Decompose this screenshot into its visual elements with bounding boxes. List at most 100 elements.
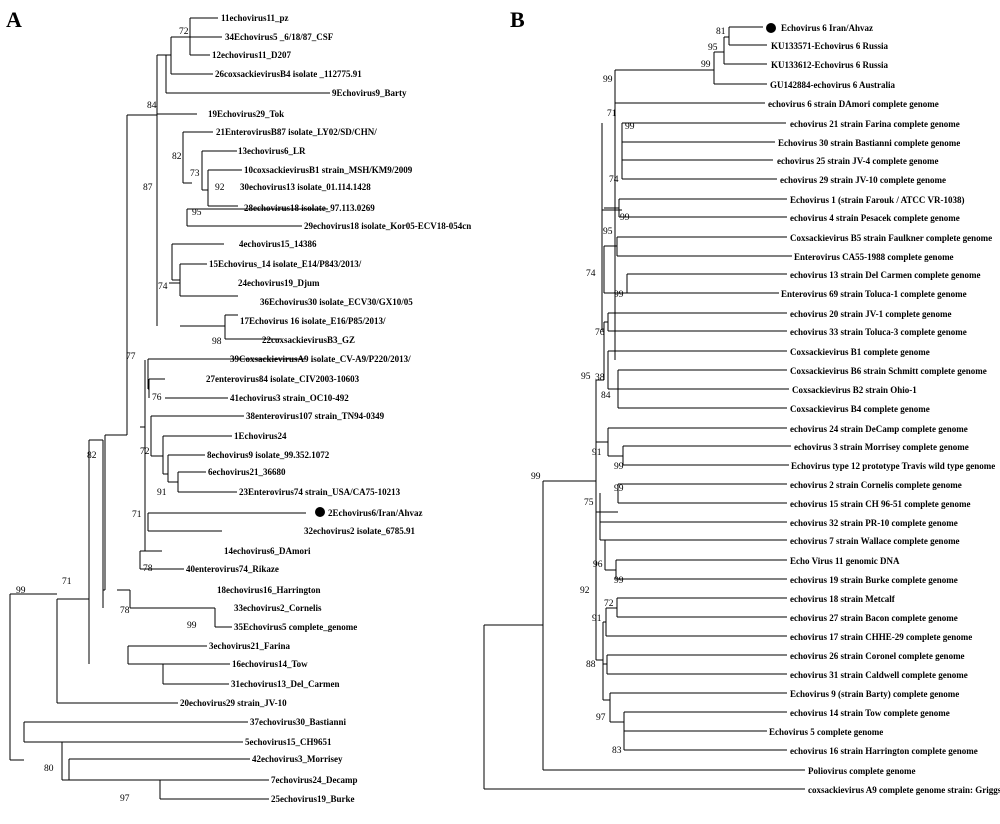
leaf-label: Echovirus type 12 prototype Travis wild … bbox=[791, 461, 995, 471]
bootstrap-value: 76 bbox=[595, 328, 605, 338]
bootstrap-value: 99 bbox=[701, 60, 711, 70]
bootstrap-value: 74 bbox=[609, 175, 619, 185]
bootstrap-value: 88 bbox=[586, 660, 596, 670]
leaf-label: 12echovirus11_D207 bbox=[212, 50, 292, 60]
leaf-label: 4echovirus15_14386 bbox=[239, 239, 317, 249]
leaf-label: 21EnterovirusB87 isolate_LY02/SD/CHN/ bbox=[216, 127, 377, 137]
leaf-label: 31echovirus13_Del_Carmen bbox=[231, 679, 339, 689]
bootstrap-value: 96 bbox=[593, 560, 603, 570]
leaf-label: echovirus 17 strain CHHE-29 complete gen… bbox=[790, 632, 972, 642]
bootstrap-value: 91 bbox=[592, 448, 602, 458]
tree-a-bootstrap-values: 72 84 82 73 92 87 95 74 98 77 76 72 91 8… bbox=[16, 27, 225, 804]
leaf-label: Echovirus 30 strain Bastianni complete g… bbox=[778, 138, 960, 148]
bootstrap-value: 92 bbox=[580, 586, 590, 596]
leaf-label: Coxsackievirus B1 complete genome bbox=[790, 347, 930, 357]
leaf-label: Coxsackievirus B5 strain Faulkner comple… bbox=[790, 233, 992, 243]
bootstrap-value: 77 bbox=[126, 352, 136, 362]
bootstrap-value: 75 bbox=[584, 498, 594, 508]
bootstrap-value: 87 bbox=[143, 183, 153, 193]
leaf-label: echovirus 6 strain DAmori complete genom… bbox=[768, 99, 939, 109]
bootstrap-value: 95 bbox=[708, 43, 718, 53]
leaf-label: 10coxsackievirusB1 strain_MSH/KM9/2009 bbox=[244, 165, 413, 175]
leaf-label: echovirus 19 strain Burke complete genom… bbox=[790, 575, 958, 585]
leaf-label: 39CoxsackievirusA9 isolate_CV-A9/P220/20… bbox=[230, 354, 411, 364]
leaf-label: 18echovirus16_Harrington bbox=[217, 585, 321, 595]
leaf-label: echovirus 31 strain Caldwell complete ge… bbox=[790, 670, 968, 680]
bootstrap-value: 78 bbox=[143, 564, 153, 574]
leaf-label: 27enterovirus84 isolate_CIV2003-10603 bbox=[206, 374, 360, 384]
leaf-label: 6echovirus21_36680 bbox=[208, 467, 286, 477]
leaf-label: 34Echovirus5 _6/18/87_CSF bbox=[225, 32, 334, 42]
bootstrap-value: 76 bbox=[152, 393, 162, 403]
bootstrap-value: 99 bbox=[614, 484, 624, 494]
leaf-label: Echovirus 6 Iran/Ahvaz bbox=[781, 23, 873, 33]
leaf-label: 38enterovirus107 strain_TN94-0349 bbox=[246, 411, 385, 421]
leaf-label: echovirus 3 strain Morrisey complete gen… bbox=[794, 442, 969, 452]
bootstrap-value: 82 bbox=[87, 451, 97, 461]
bootstrap-value: 72 bbox=[179, 27, 189, 37]
bootstrap-value: 97 bbox=[596, 713, 606, 723]
bootstrap-value: 95 bbox=[581, 372, 591, 382]
leaf-label: 41echovirus3 strain_OC10-492 bbox=[230, 393, 349, 403]
leaf-label: 24echovirus19_Djum bbox=[238, 278, 320, 288]
highlight-marker-dot bbox=[315, 507, 325, 517]
bootstrap-value: 81 bbox=[716, 27, 726, 37]
leaf-label: 40enterovirus74_Rikaze bbox=[186, 564, 279, 574]
bootstrap-value: 99 bbox=[16, 586, 26, 596]
bootstrap-value: 91 bbox=[592, 614, 602, 624]
leaf-label: 33echovirus2_Cornelis bbox=[234, 603, 322, 613]
tree-b-branches bbox=[483, 26, 805, 790]
bootstrap-value: 72 bbox=[604, 599, 614, 609]
leaf-label: echovirus 26 strain Coronel complete gen… bbox=[790, 651, 965, 661]
bootstrap-value: 71 bbox=[132, 510, 142, 520]
bootstrap-value: 72 bbox=[140, 447, 150, 457]
leaf-label: 2Echovirus6/Iran/Ahvaz bbox=[328, 508, 423, 518]
leaf-label: KU133571-Echovirus 6 Russia bbox=[771, 41, 889, 51]
highlight-marker-dot bbox=[766, 23, 776, 33]
tree-a-branches bbox=[9, 17, 330, 800]
leaf-label: 7echovirus24_Decamp bbox=[271, 775, 358, 785]
leaf-label: 11echovirus11_pz bbox=[221, 13, 289, 23]
bootstrap-value: 99 bbox=[620, 213, 630, 223]
leaf-label: echovirus 33 strain Toluca-3 complete ge… bbox=[790, 327, 967, 337]
leaf-label: Echovirus 1 (strain Farouk / ATCC VR-103… bbox=[790, 195, 965, 205]
bootstrap-value: 95 bbox=[192, 208, 202, 218]
bootstrap-value: 91 bbox=[157, 488, 167, 498]
leaf-label: 28echovirus18 isolate_97.113.0269 bbox=[244, 203, 375, 213]
bootstrap-value: 99 bbox=[187, 621, 197, 631]
panel-label-b: B bbox=[510, 7, 525, 32]
tree-panel-b: B bbox=[483, 7, 1000, 795]
leaf-label: Echo Virus 11 genomic DNA bbox=[790, 556, 900, 566]
leaf-label: 23Enterovirus74 strain_USA/CA75-10213 bbox=[239, 487, 401, 497]
bootstrap-value: 84 bbox=[147, 101, 157, 111]
bootstrap-value: 99 bbox=[531, 472, 541, 482]
leaf-label: echovirus 27 strain Bacon complete genom… bbox=[790, 613, 958, 623]
leaf-label: echovirus 15 strain CH 96-51 complete ge… bbox=[790, 499, 970, 509]
bootstrap-value: 97 bbox=[120, 794, 130, 804]
leaf-label: echovirus 21 strain Farina complete geno… bbox=[790, 119, 960, 129]
leaf-label: 42echovirus3_Morrisey bbox=[252, 754, 343, 764]
leaf-label: 1Echovirus24 bbox=[234, 431, 287, 441]
leaf-label: 29echovirus18 isolate_Kor05-ECV18-054cn bbox=[304, 221, 471, 231]
tree-a-leaf-labels: 11echovirus11_pz 34Echovirus5 _6/18/87_C… bbox=[180, 13, 471, 804]
panel-label-a: A bbox=[6, 7, 22, 32]
leaf-label: KU133612-Echovirus 6 Russia bbox=[771, 60, 889, 70]
leaf-label: echovirus 14 strain Tow complete genome bbox=[790, 708, 950, 718]
leaf-label: 22coxsackievirusB3_GZ bbox=[262, 335, 355, 345]
leaf-label: Echovirus 9 (strain Barty) complete geno… bbox=[790, 689, 959, 699]
leaf-label: coxsackievirus A9 complete genome strain… bbox=[808, 785, 1000, 795]
leaf-label: 26coxsackievirusB4 isolate _112775.91 bbox=[215, 69, 362, 79]
bootstrap-value: 71 bbox=[607, 109, 617, 119]
leaf-label: 30echovirus13 isolate_01.114.1428 bbox=[240, 182, 371, 192]
bootstrap-value: 82 bbox=[172, 152, 182, 162]
leaf-label: 25echovirus19_Burke bbox=[271, 794, 355, 804]
bootstrap-value: 78 bbox=[120, 606, 130, 616]
leaf-label: Enterovirus CA55-1988 complete genome bbox=[794, 252, 954, 262]
bootstrap-value: 84 bbox=[601, 391, 611, 401]
bootstrap-value: 92 bbox=[215, 183, 225, 193]
leaf-label: Enterovirus 69 strain Toluca-1 complete … bbox=[781, 289, 967, 299]
bootstrap-value: 80 bbox=[44, 764, 54, 774]
leaf-label: 8echovirus9 isolate_99.352.1072 bbox=[207, 450, 330, 460]
leaf-label: 14echovirus6_DAmori bbox=[224, 546, 311, 556]
leaf-label: echovirus 2 strain Cornelis complete gen… bbox=[790, 480, 962, 490]
